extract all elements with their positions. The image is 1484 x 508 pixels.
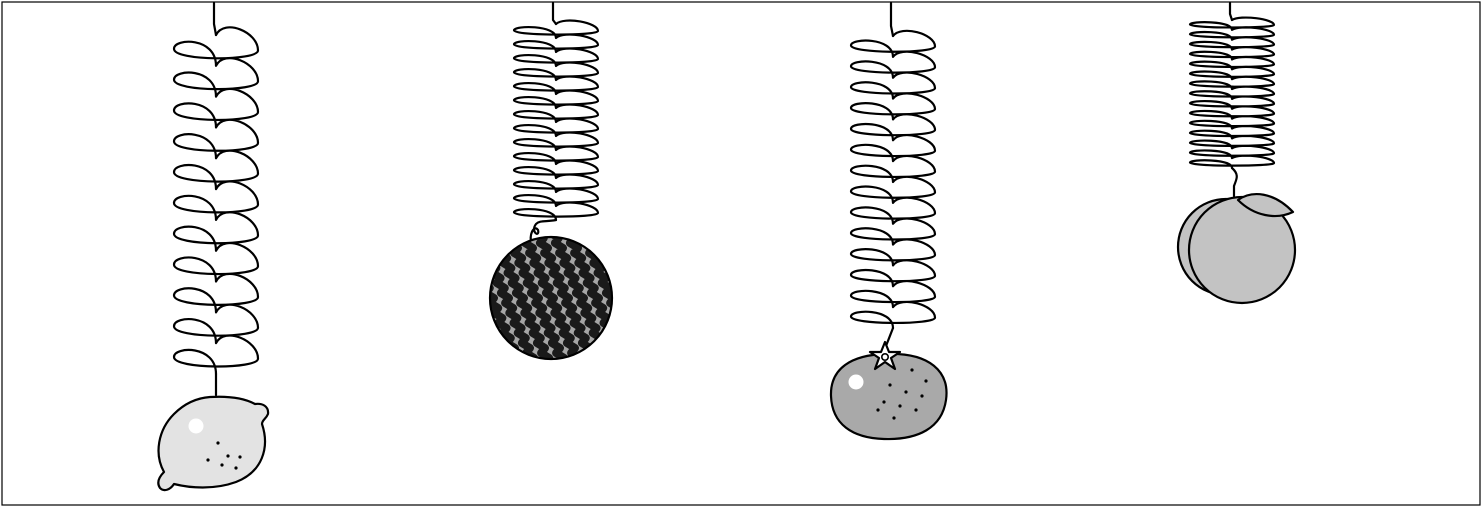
spring-watermelon bbox=[514, 3, 598, 244]
orange-highlight bbox=[849, 375, 864, 390]
lemon-icon bbox=[158, 397, 268, 490]
lemon-body bbox=[158, 397, 268, 490]
lemon-highlight bbox=[189, 419, 204, 434]
coil-watermelon bbox=[514, 21, 598, 220]
watermelon-icon bbox=[446, 228, 659, 368]
spring-orange bbox=[851, 3, 935, 346]
orange-icon bbox=[831, 342, 947, 439]
orange-body bbox=[831, 354, 947, 439]
coil-peach bbox=[1190, 18, 1274, 168]
coil-orange bbox=[851, 31, 935, 328]
coil-lemon bbox=[174, 27, 258, 374]
spring-peach bbox=[1190, 3, 1274, 196]
peach-icon bbox=[1178, 194, 1295, 303]
spring-lemon bbox=[174, 3, 258, 395]
